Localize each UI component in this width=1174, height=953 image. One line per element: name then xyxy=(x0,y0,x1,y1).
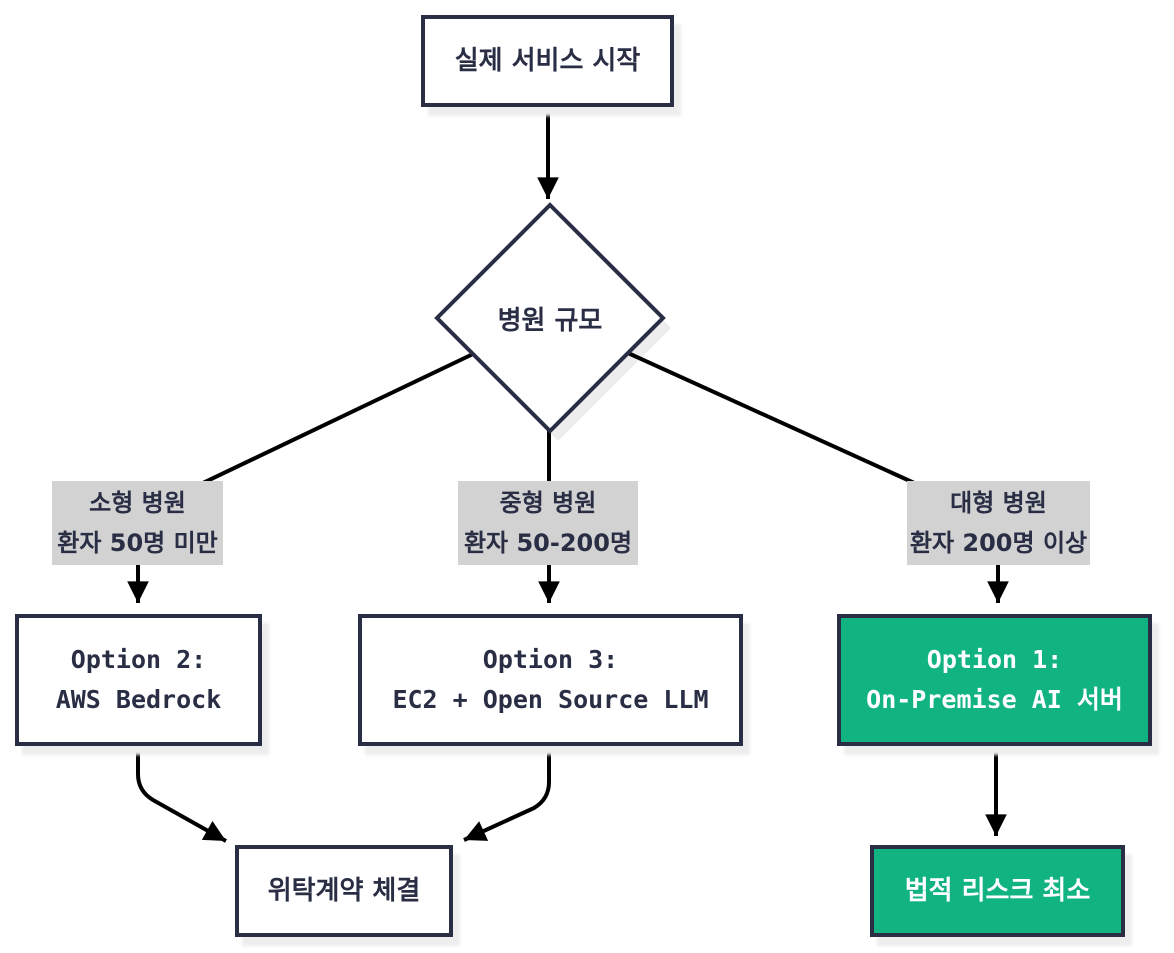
node-label: 위탁계약 체결 xyxy=(267,875,421,906)
node-consignment-contract: 위탁계약 체결 xyxy=(235,845,453,937)
edge-label-large-hospital: 대형 병원 환자 200명 이상 xyxy=(907,481,1090,565)
edge-label-line: 환자 50-200명 xyxy=(463,529,633,557)
node-option2-aws-bedrock: Option 2: AWS Bedrock xyxy=(15,614,262,746)
edge-label-line: 환자 200명 이상 xyxy=(909,529,1088,557)
edge-label-medium-hospital: 중형 병원 환자 50-200명 xyxy=(458,481,638,565)
node-legal-risk-minimal: 법적 리스크 최소 xyxy=(870,845,1125,937)
node-start-service: 실제 서비스 시작 xyxy=(421,15,674,107)
edge-decision-to-opt1 xyxy=(627,351,1009,603)
node-label-line: On-Premise AI 서버 xyxy=(866,685,1123,714)
edge-opt3-to-contract xyxy=(463,748,551,842)
edge-opt2-to-contract xyxy=(136,748,227,843)
decision-diamond-shape xyxy=(434,202,666,434)
edge-label-line: 중형 병원 xyxy=(499,489,597,517)
node-label-line: Option 2: xyxy=(70,644,207,674)
node-option3-ec2-open-source-llm: Option 3: EC2 + Open Source LLM xyxy=(358,614,743,746)
node-label-line: Option 3: xyxy=(482,644,619,674)
node-hospital-size-decision: 병원 규모 xyxy=(437,205,663,431)
node-label-line: Option 1: xyxy=(926,644,1063,674)
node-label-line: EC2 + Open Source LLM xyxy=(392,685,709,714)
edge-label-line: 대형 병원 xyxy=(950,489,1047,517)
edge-label-small-hospital: 소형 병원 환자 50명 미만 xyxy=(52,481,223,565)
node-label: 병원 규모 xyxy=(497,305,603,336)
edge-label-line: 소형 병원 xyxy=(89,489,186,517)
node-label: 실제 서비스 시작 xyxy=(454,45,641,76)
edge-decision-to-opt2 xyxy=(127,352,474,603)
node-option1-on-premise-ai-server: Option 1: On-Premise AI 서버 xyxy=(837,614,1152,746)
node-label-line: AWS Bedrock xyxy=(55,685,222,714)
node-label: 법적 리스크 최소 xyxy=(904,875,1091,906)
edge-label-line: 환자 50명 미만 xyxy=(57,529,218,557)
